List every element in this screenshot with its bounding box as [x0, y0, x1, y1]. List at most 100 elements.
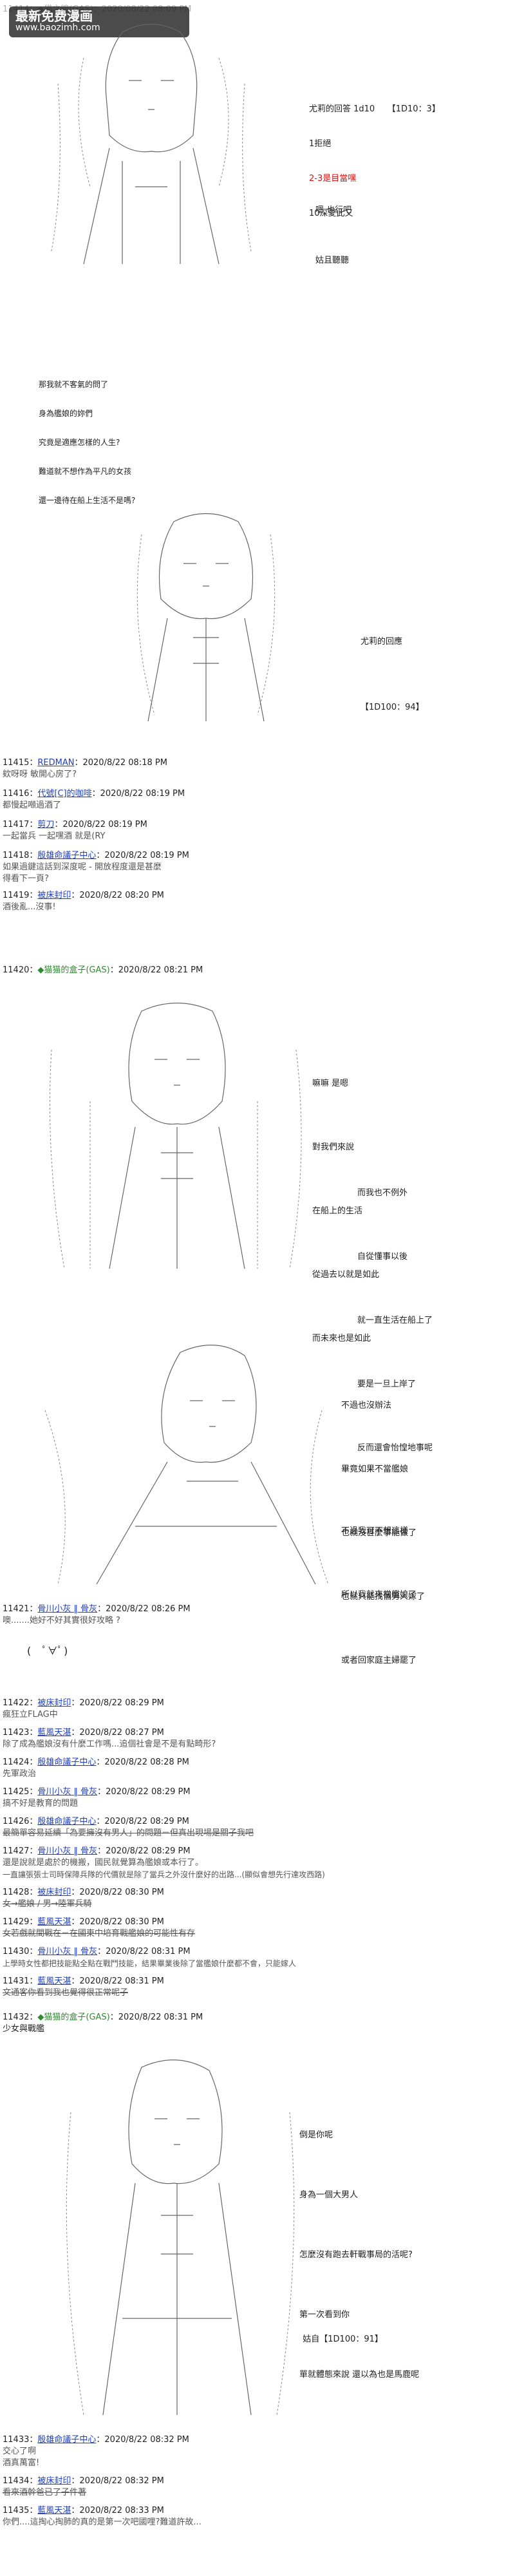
post-author-link[interactable]: 骨川小灰 ‖ 骨灰 [37, 1787, 98, 1797]
post-author-link[interactable]: 藍風天湛 [37, 1917, 71, 1927]
post-author-link[interactable]: 殷雄命議子中心 [37, 1757, 97, 1767]
post-author-link[interactable]: 被床封印 [37, 1888, 71, 1897]
dice1-line4: 10深愛此又 [309, 209, 353, 218]
narration-1: 那我就不客氣的問了 身為艦娘的妳們 究竟是適應怎樣的人生? 難道就不想作為平凡的… [39, 361, 135, 515]
post-author-link[interactable]: 剪刀 [37, 820, 55, 829]
post-date: 2020/8/22 08:28 PM [104, 1757, 189, 1767]
dialog-line: 不過也沒辦法 [341, 1401, 392, 1410]
dialog-6: 倒是你呢 身為一個大男人 怎麼沒有跑去軒戰事局的活呢? 第一次看到你 單就體態來… [299, 2085, 419, 2405]
dialog1-line: 嗯 也行吧 [315, 205, 352, 215]
dice2-result: 【1D100：94】 [360, 703, 424, 712]
post-author-gas: ◆猫猫的盒子(GAS) [37, 965, 110, 975]
post-author-link[interactable]: 殷雄命議子中心 [37, 851, 97, 860]
narration-line: 難道就不想作為平凡的女孩 [39, 467, 132, 476]
post-date: 2020/8/22 08:30 PM [79, 1917, 164, 1927]
dice-box-1: 尤莉的回答 1d10 【1D10：3】 1拒絕 2-3是目當嘿 10深愛此又 [309, 80, 440, 231]
post-author-link[interactable]: 殷雄命議子中心 [37, 2435, 97, 2445]
post-body: 都慢起噸過酒了 [3, 800, 62, 810]
post-author-link[interactable]: 藍風天湛 [37, 1728, 71, 1738]
dialog-line: 身為一個大男人 [299, 2190, 359, 2200]
dice3-result: 姑自【1D100：91】 [303, 2334, 383, 2344]
post-date: 2020/8/22 08:19 PM [62, 820, 147, 829]
dialog-line: 單就體態來說 還以為也是馬鹿呢 [299, 2370, 420, 2380]
post-body: 酒後亂...沒事! [3, 902, 56, 912]
post-11417: 11417：剪刀：2020/8/22 08:19 PM 一起當兵 一起嘿酒 就是… [3, 819, 505, 850]
post-author-gas: ◆猫猫的盒子(GAS) [37, 2012, 110, 2022]
post-body: 最簡單容易延續「為要擁沒有男人」的問題－但真出現場是關子我吧 [3, 1828, 254, 1838]
dialog-line: 怎麼沒有跑去軒戰事局的活呢? [299, 2250, 413, 2260]
post-11427: 11427：骨川小灰 ‖ 骨灰：2020/8/22 08:29 PM 還是說就是… [3, 1846, 511, 1887]
narration-line: 究竟是適應怎樣的人生? [39, 438, 120, 447]
post-author-link[interactable]: 骨川小灰 ‖ 骨灰 [37, 1604, 98, 1614]
dialog-1: 嗯 也行吧 姑且聽聽 [315, 169, 351, 286]
dialog-5: 不過我可不想這樣 所以我就來當艦娘了 [341, 1478, 417, 1627]
post-number: 11418 [3, 851, 30, 860]
dialog-line: 也就沒甚麼事能做了 [341, 1528, 417, 1538]
dialog-line: 自從懂事以後 [357, 1252, 408, 1262]
dialog-3: 而我也不例外 自從懂事以後 就一直生活在船上了 要是一旦上岸了 反而還會怡惶地事… [357, 1140, 433, 1480]
dialog-line: 所以我就來當艦娘了 [341, 1590, 417, 1600]
dialog-line: 反而還會怡惶地事呢 [357, 1443, 433, 1453]
post-author-link[interactable]: 被床封印 [37, 1698, 71, 1708]
post-body: 交心了啊 [3, 2447, 37, 2456]
post-date: 2020/8/22 08:19 PM [100, 789, 185, 799]
post-body: 少女與戰艦 [3, 2024, 45, 2034]
post-body: 還是說就是處於的機搬，國民就覺算為艦娘或本行了。 [3, 1858, 204, 1868]
post-11426: 11426：殷雄命議子中心：2020/8/22 08:29 PM 最簡單容易延續… [3, 1816, 511, 1846]
post-author-link[interactable]: 藍風天湛 [37, 1976, 71, 1986]
post-11416: 11416：代號[C]的咖啡：2020/8/22 08:19 PM 都慢起噸過酒… [3, 788, 505, 819]
post-number: 11417 [3, 820, 30, 829]
post-date: 2020/8/22 08:29 PM [104, 1817, 189, 1826]
post-number: 11435 [3, 2506, 30, 2515]
post-author-link[interactable]: 被床封印 [37, 2476, 71, 2486]
post-11434: 11434：被床封印：2020/8/22 08:32 PM 看來酒幹爸已了子件著 [3, 2476, 505, 2505]
watermark-url: www.baozimh.com [15, 23, 100, 33]
post-author-link[interactable]: 藍風天湛 [37, 2506, 71, 2515]
dialog-line: 就一直生活在船上了 [357, 1316, 433, 1325]
dice1-line3: 2-3是目當嘿 [309, 174, 357, 184]
post-author-link[interactable]: 骨川小灰 ‖ 骨灰 [37, 1846, 98, 1856]
post-body: 你們....這掏心掏肺的真的是第一次吧國哩?難道許故... [3, 2517, 201, 2527]
narration-line: 那我就不客氣的問了 [39, 380, 109, 389]
post-date: 2020/8/22 08:18 PM [82, 758, 167, 768]
dice-box-3: 姑自【1D100：91】 [297, 2322, 383, 2345]
dialog-line: 或者回家庭主婦罷了 [341, 1656, 417, 1665]
post-body: 如果過鍵這話到深度呢 - 開放程度還是甚麼 [3, 862, 162, 872]
dialog-line: 從過去以就是如此 [312, 1270, 380, 1280]
post-body: 一起當兵 一起嘿酒 就是(RY [3, 831, 106, 841]
dialog-line: 也就只能找個男人嫁了 [341, 1592, 426, 1602]
post-body: 女→艦娘 / 男→陸軍兵騎 [3, 1899, 92, 1909]
post-date: 2020/8/22 08:19 PM [104, 851, 189, 860]
post-author-link[interactable]: 骨川小灰 ‖ 骨灰 [37, 1947, 98, 1956]
post-number: 11420 [3, 965, 30, 975]
post-body: 噢.......她好不好其實很好攻略 ? [3, 1616, 120, 1625]
post-11431: 11431：藍風天湛：2020/8/22 08:31 PM 文通客你看到我也覺得… [3, 1976, 511, 2005]
dialog-line: 要是一旦上岸了 [357, 1379, 417, 1389]
post-author-link[interactable]: 殷雄命議子中心 [37, 1817, 97, 1826]
post-author-link[interactable]: 被床封印 [37, 891, 71, 900]
dice2-title: 尤莉的回應 [360, 637, 403, 647]
post-author-link[interactable]: REDMAN [37, 758, 75, 768]
post-number: 11419 [3, 891, 30, 900]
post-body: 上學時女性都把技能點全點在戰鬥技能，結果畢業後除了當艦娘什麼都不會，只能嫁人 [3, 1959, 297, 1968]
post-11424: 11424：殷雄命議子中心：2020/8/22 08:28 PM 先軍政治 [3, 1757, 511, 1786]
narration-line: 還一邊待在船上生活不是嗎? [39, 496, 136, 505]
post-author-link[interactable]: 代號[C]的咖啡 [37, 789, 92, 799]
post-11425: 11425：骨川小灰 ‖ 骨灰：2020/8/22 08:29 PM 搞不好是教… [3, 1786, 511, 1816]
post-number: 11423 [3, 1728, 30, 1738]
post-11429: 11429：藍風天湛：2020/8/22 08:30 PM 女若戲就間戰在－在國… [3, 1917, 511, 1946]
dice1-line2: 1拒絕 [309, 139, 332, 149]
ascii-face-text: ( ﾟ∀ﾟ) [26, 1645, 70, 1657]
dialog-line: 畢竟如果不當艦娘 [341, 1464, 409, 1474]
post-date: 2020/8/22 08:29 PM [79, 1698, 164, 1708]
post-number: 11434 [3, 2476, 30, 2486]
post-number: 11421 [3, 1604, 30, 1614]
post-number: 11426 [3, 1817, 30, 1826]
post-11415: 11415：REDMAN：2020/8/22 08:18 PM 欸呀呀 敏開心房… [3, 757, 505, 788]
dice1-line1: 尤莉的回答 1d10 [309, 104, 375, 114]
post-11428: 11428：被床封印：2020/8/22 08:30 PM 女→艦娘 / 男→陸… [3, 1887, 511, 1917]
post-body: 酒真萬富! [3, 2458, 40, 2468]
post-body: 看來酒幹爸已了子件著 [3, 2488, 87, 2497]
post-number: 11432 [3, 2012, 30, 2022]
post-body: 瘋狂立FLAG中 [3, 1710, 58, 1719]
